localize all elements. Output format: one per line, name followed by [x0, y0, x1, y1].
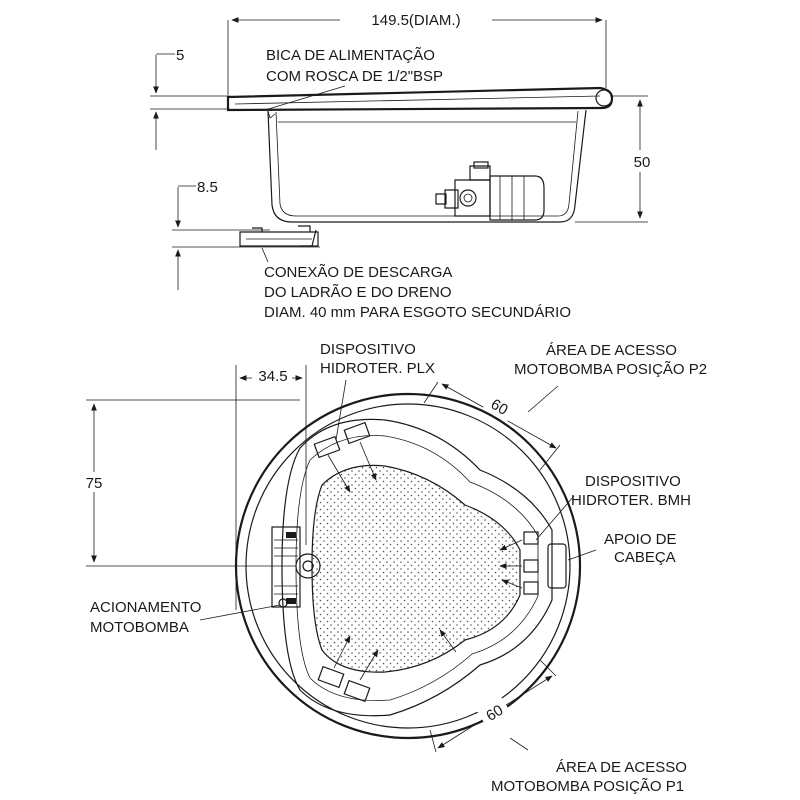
bmh-label-line2: HIDROTER. BMH — [571, 492, 691, 509]
plx-jets-bottom — [317, 635, 379, 703]
drain-label-line1: CONEXÃO DE DESCARGA — [264, 264, 452, 281]
height-label-bg — [626, 150, 660, 172]
headrest-label-line2: CABEÇA — [614, 549, 676, 566]
rim-dimension-label: 5 — [176, 47, 184, 64]
tub-rim — [226, 86, 614, 112]
pump-leader — [199, 604, 281, 621]
p1-ext-b — [539, 659, 557, 677]
p2-label-bg — [482, 390, 518, 422]
p1-ext-a — [429, 729, 437, 753]
plx-label-line2: HIDROTER. PLX — [320, 360, 435, 377]
side-jet — [439, 629, 457, 653]
inlet-leader — [264, 85, 346, 111]
motor-pump — [435, 161, 545, 221]
bmh-leader — [535, 495, 575, 541]
top-view: 34.5 75 60 60 DISPOSITIVO HIDROTER. PLX … — [78, 341, 707, 795]
diameter-dimension-label: 149.5(DIAM.) — [371, 12, 460, 29]
drain-leader — [261, 247, 269, 263]
pump-button — [278, 598, 288, 608]
p1-label-bg — [476, 696, 512, 728]
depth-dimension-label: 75 — [86, 475, 103, 492]
headrest-label-line1: APOIO DE — [604, 531, 677, 548]
depth-label-bg — [78, 472, 112, 492]
drain-label-line2: DO LADRÃO E DO DRENO — [264, 284, 452, 301]
p1-dimension-label: 60 — [483, 702, 506, 725]
plx-jets-top — [313, 421, 377, 493]
p2-label-line1: ÁREA DE ACESSO — [546, 342, 677, 359]
drain-connection — [239, 225, 319, 247]
bmh-label-line1: DISPOSITIVO — [585, 473, 681, 490]
p1-label-line2: MOTOBOMBA POSIÇÃO P1 — [491, 778, 684, 795]
p2-label-line2: MOTOBOMBA POSIÇÃO P2 — [514, 361, 707, 378]
drain-dimension-label: 8.5 — [197, 179, 218, 196]
drain-label-line3: DIAM. 40 mm PARA ESGOTO SECUNDÁRIO — [264, 304, 571, 321]
offset-label-bg — [252, 366, 292, 384]
p1-label-line1: ÁREA DE ACESSO — [556, 759, 687, 776]
bmh-jets — [499, 531, 539, 595]
tub-floor — [311, 464, 521, 673]
inlet-label-line2: COM ROSCA DE 1/2"BSP — [266, 68, 443, 85]
height-dimension-label: 50 — [634, 154, 651, 171]
tub-body — [267, 109, 587, 223]
p2-ext-a — [423, 381, 439, 404]
headrest — [547, 543, 567, 589]
p1-leader — [509, 737, 529, 751]
headrest-leader — [567, 549, 597, 561]
p2-ext-b — [539, 444, 561, 471]
tub-shell-outline — [281, 418, 553, 717]
p2-dimension-label: 60 — [488, 396, 511, 419]
p2-leader — [527, 385, 559, 413]
plx-label-line1: DISPOSITIVO — [320, 341, 416, 358]
diameter-label-bg — [340, 9, 492, 29]
tub-shell-step — [295, 435, 539, 701]
plx-leader — [335, 379, 347, 441]
side-view: 149.5(DIAM.) 5 50 8.5 — [150, 9, 660, 321]
offset-dimension-label: 34.5 — [258, 368, 287, 385]
inlet-label-line1: BICA DE ALIMENTAÇÃO — [266, 47, 435, 64]
pump-label-line1: ACIONAMENTO — [90, 599, 201, 616]
pump-label-line2: MOTOBOMBA — [90, 619, 189, 636]
